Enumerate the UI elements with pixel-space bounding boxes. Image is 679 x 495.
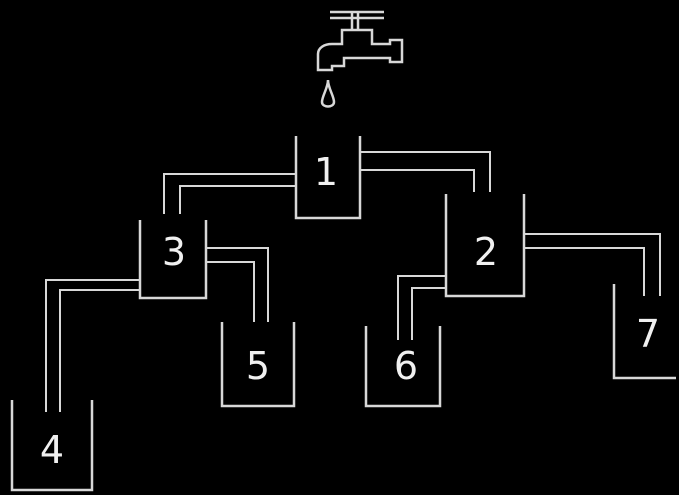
container-7-label: 7 [636,312,660,356]
pipe-3-to-5 [206,248,268,322]
container-2: 2 [446,194,524,296]
container-1-label: 1 [314,150,338,194]
pipe-1-to-2 [360,152,490,192]
container-4-label: 4 [40,428,64,472]
container-5-label: 5 [246,344,270,388]
pipe-1-to-3 [164,174,296,214]
container-2-label: 2 [474,230,498,274]
container-4: 4 [12,400,92,490]
faucet-icon [318,12,402,107]
pipe-3-to-4 [46,280,140,412]
container-5: 5 [222,322,294,406]
container-3: 3 [140,220,206,298]
container-7: 7 [614,284,676,378]
container-1: 1 [296,136,360,218]
container-6: 6 [366,326,440,406]
pipe-2-to-7 [524,234,660,296]
container-6-label: 6 [394,344,418,388]
container-3-label: 3 [162,230,186,274]
